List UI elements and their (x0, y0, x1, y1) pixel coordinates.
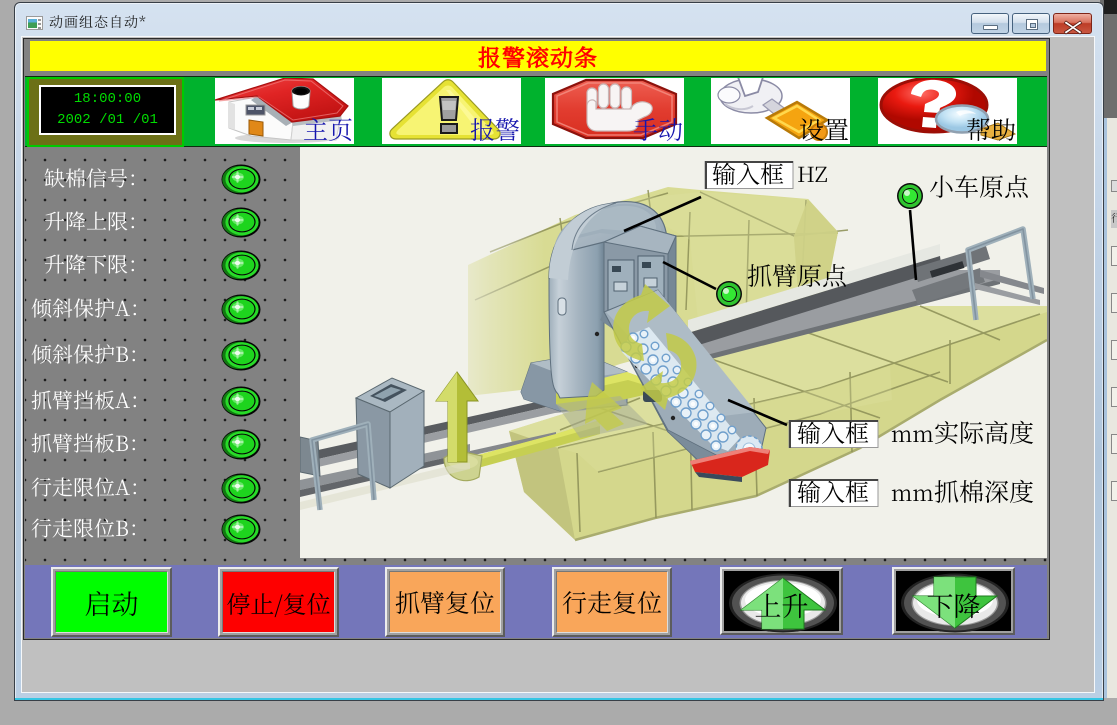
svg-text:mm: mm (891, 418, 934, 449)
svg-text:实际高度: 实际高度 (934, 414, 1034, 450)
svg-text:输入框: 输入框 (712, 155, 784, 190)
svg-text:HZ: HZ (797, 159, 828, 189)
svg-text:输入框: 输入框 (797, 473, 869, 508)
svg-text:mm: mm (891, 477, 934, 508)
svg-text:抓棉深度: 抓棉深度 (934, 473, 1034, 509)
svg-text:小车原点: 小车原点 (929, 168, 1029, 204)
svg-text:输入框: 输入框 (797, 414, 869, 449)
svg-text:抓臂原点: 抓臂原点 (747, 257, 847, 293)
